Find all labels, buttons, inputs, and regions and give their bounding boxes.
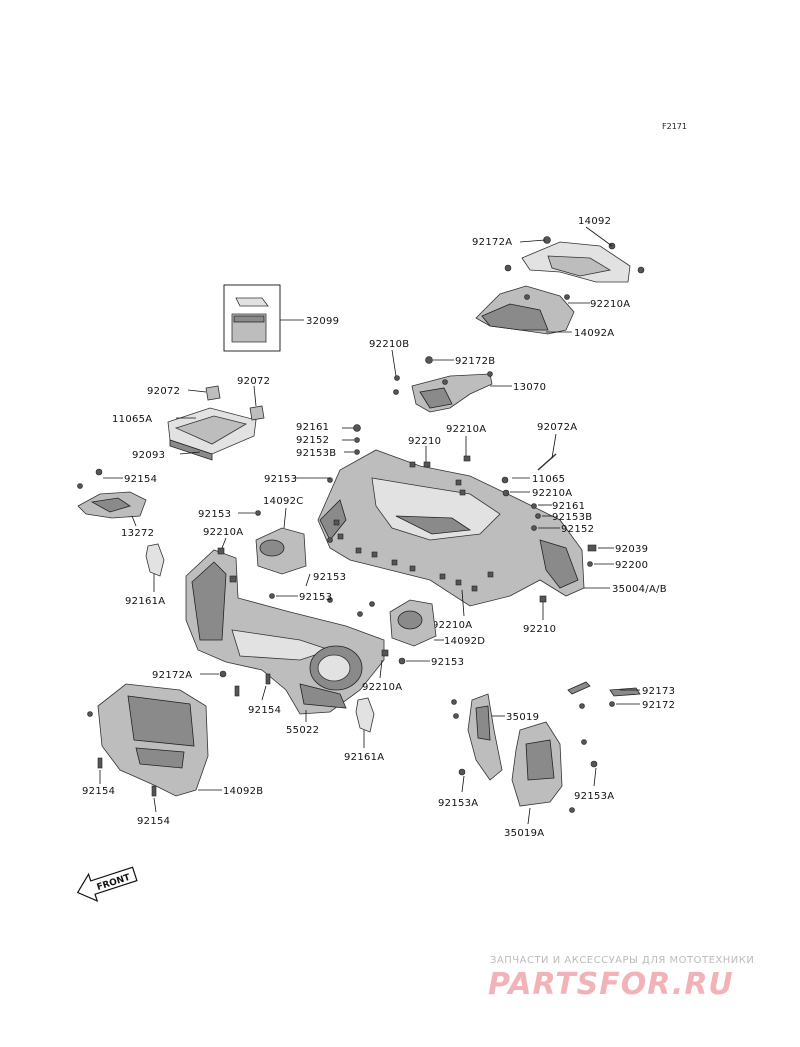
label-14092B: 14092B (223, 786, 263, 797)
trim-92161A-left-part (145, 543, 165, 577)
label-13272: 13272 (121, 528, 154, 539)
label-92093: 92093 (132, 450, 165, 461)
label-92210: 92210 (408, 436, 441, 447)
label-92153-d: 92153 (299, 592, 332, 603)
label-92154-low: 92154 (82, 786, 115, 797)
watermark-logo: PARTSFOR.RU (488, 967, 734, 1002)
trim-92161A-right-part (355, 697, 375, 733)
label-92153A-right: 92153A (574, 791, 614, 802)
label-92072-a: 92072 (147, 386, 180, 397)
rear-fender-cover-part (521, 241, 631, 283)
label-92210A-mid: 92210A (446, 424, 486, 435)
diagram-code: F2171 (662, 122, 687, 131)
label-92172B: 92172B (455, 356, 495, 367)
label-92153-e: 92153 (431, 657, 464, 668)
label-92153-a: 92153 (198, 509, 231, 520)
plate-13272-part (77, 491, 147, 519)
label-92072-b: 92072 (237, 376, 270, 387)
label-92153B: 92153B (296, 448, 336, 459)
label-14092: 14092 (578, 216, 611, 227)
label-92153-b: 92153 (264, 474, 297, 485)
label-92153A-left: 92153A (438, 798, 478, 809)
label-92210A-left: 92210A (203, 527, 243, 538)
label-35004: 35004/A/B (612, 584, 667, 595)
label-92152: 92152 (296, 435, 329, 446)
duct-14092C-part (255, 527, 307, 575)
watermark-tagline: ЗАПЧАСТИ И АКСЕССУАРЫ ДЛЯ МОТОТЕХНИКИ (490, 955, 754, 966)
label-92153B-right: 92153B (552, 512, 592, 523)
label-92172A-top: 92172A (472, 237, 512, 248)
label-55022: 55022 (286, 725, 319, 736)
bracket-13070-part (411, 373, 493, 413)
label-92210A-low: 92210A (362, 682, 402, 693)
label-92154-mid: 92154 (248, 705, 281, 716)
label-92210A-top: 92210A (590, 299, 630, 310)
label-92161: 92161 (296, 422, 329, 433)
fender-clips (333, 455, 547, 603)
rear-fender-guard-part (475, 285, 575, 335)
label-92072A: 92072A (537, 422, 577, 433)
front-fender-35004-part (317, 449, 585, 607)
label-32099: 32099 (306, 316, 339, 327)
label-92210-b: 92210 (523, 624, 556, 635)
label-11065: 11065 (532, 474, 565, 485)
label-14092D: 14092D (444, 636, 485, 647)
front-cover-14092B-part (97, 683, 209, 797)
label-92210A-c: 92210A (432, 620, 472, 631)
mud-guard-35019A-part (511, 721, 563, 807)
label-92154-bot: 92154 (137, 816, 170, 827)
label-13070: 13070 (513, 382, 546, 393)
label-92172: 92172 (642, 700, 675, 711)
label-92154-left: 92154 (124, 474, 157, 485)
duct-14092D-part (389, 599, 437, 647)
mud-guard-35019-part (467, 693, 503, 781)
label-92210B: 92210B (369, 339, 409, 350)
label-14092C: 14092C (263, 496, 304, 507)
label-11065A: 11065A (112, 414, 152, 425)
label-92172A-mid: 92172A (152, 670, 192, 681)
label-92173: 92173 (642, 686, 675, 697)
label-92210A-right: 92210A (532, 488, 572, 499)
label-92153-c: 92153 (313, 572, 346, 583)
front-direction-arrow: FRONT (76, 866, 138, 902)
label-92200: 92200 (615, 560, 648, 571)
label-92161A-left: 92161A (125, 596, 165, 607)
lid-11065A-part (167, 407, 257, 461)
front-frame-55022-part (185, 549, 385, 715)
label-92161A-right: 92161A (344, 752, 384, 763)
label-35019: 35019 (506, 712, 539, 723)
label-92161-right: 92161 (552, 501, 585, 512)
label-92152-right: 92152 (561, 524, 594, 535)
label-92039: 92039 (615, 544, 648, 555)
label-14092A: 14092A (574, 328, 614, 339)
label-35019A: 35019A (504, 828, 544, 839)
